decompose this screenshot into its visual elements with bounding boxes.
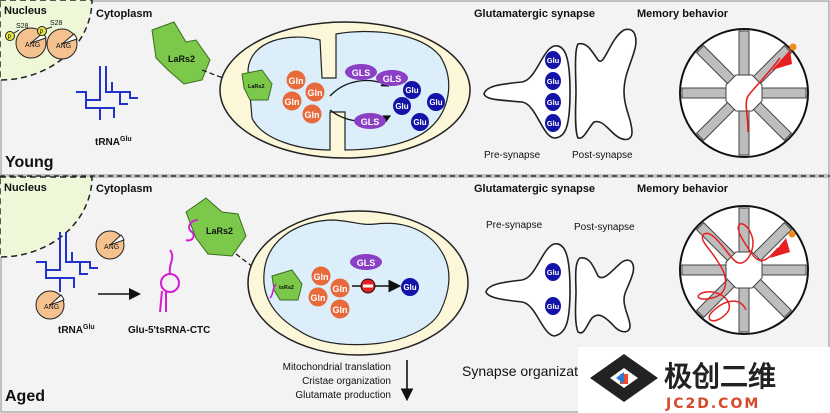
young-synapse-title: Glutamatergic synapse bbox=[474, 8, 595, 20]
svg-text:Glu: Glu bbox=[403, 283, 416, 292]
aged-post-label: Post-synapse bbox=[574, 222, 635, 233]
young-trna-icon bbox=[76, 66, 138, 120]
svg-text:P: P bbox=[40, 30, 44, 36]
aged-glu bbox=[401, 278, 419, 296]
aged-vesicles: Glu Glu bbox=[545, 263, 561, 315]
aged-mito-matrix bbox=[263, 219, 450, 346]
svg-text:LaRs2: LaRs2 bbox=[248, 84, 265, 90]
watermark-url: JC2D.COM bbox=[665, 396, 760, 412]
young-postsynapse bbox=[574, 28, 637, 141]
svg-text:Glu: Glu bbox=[547, 302, 560, 311]
young-radial-maze bbox=[679, 28, 809, 158]
svg-text:GLS: GLS bbox=[383, 74, 402, 84]
young-nucleus-label: Nucleus bbox=[4, 5, 47, 17]
young-post-label: Post-synapse bbox=[572, 150, 633, 161]
aged-mito-lars2: tsRs2 bbox=[269, 269, 303, 301]
aged-synapse-title: Glutamatergic synapse bbox=[474, 183, 595, 195]
aged-tsrna-icon bbox=[159, 249, 180, 313]
svg-text:LaRs2: LaRs2 bbox=[206, 226, 233, 236]
phospho-site-2: P S28 bbox=[37, 20, 63, 36]
aged-trna-icon bbox=[36, 232, 98, 292]
svg-text:ANG: ANG bbox=[44, 304, 59, 311]
svg-text:Gln: Gln bbox=[285, 97, 300, 107]
svg-text:S28: S28 bbox=[16, 23, 29, 30]
phospho-site-1: P S28 bbox=[5, 23, 29, 41]
young-gln-cluster: Gln Gln Gln Gln bbox=[282, 70, 325, 124]
young-cytoplasm-label: Cytoplasm bbox=[96, 8, 152, 20]
young-presynapse bbox=[483, 45, 571, 139]
svg-text:Glu: Glu bbox=[547, 56, 560, 65]
young-vesicles: Glu Glu Glu Glu bbox=[545, 51, 561, 132]
svg-text:Glu: Glu bbox=[547, 119, 560, 128]
young-lars2-icon bbox=[151, 21, 211, 85]
svg-text:ANG: ANG bbox=[104, 244, 119, 251]
young-glu-cluster: Glu Glu Glu Glu bbox=[393, 81, 445, 131]
aged-synapse-org-label: Synapse organizati bbox=[462, 363, 581, 379]
effect-translation: Mitochondrial translation bbox=[283, 362, 391, 373]
young-mito-lars2 bbox=[241, 69, 273, 101]
aged-effects: Mitochondrial translation Cristae organi… bbox=[283, 362, 391, 401]
young-trna-label: tRNAGlu bbox=[95, 136, 132, 148]
svg-text:Gln: Gln bbox=[314, 272, 329, 282]
svg-text:Gln: Gln bbox=[333, 284, 348, 294]
aged-memory-title: Memory behavior bbox=[637, 183, 729, 195]
aged-nucleus-label: Nucleus bbox=[4, 182, 47, 194]
svg-text:P: P bbox=[8, 35, 12, 41]
svg-text:GLS: GLS bbox=[357, 258, 376, 268]
svg-text:Glu: Glu bbox=[395, 102, 408, 111]
aged-lars2-icon: LaRs2 bbox=[185, 197, 247, 257]
watermark: 极创二维 JC2D.COM bbox=[578, 347, 830, 413]
svg-text:tsRs2: tsRs2 bbox=[279, 285, 294, 291]
aged-nucleus bbox=[0, 176, 93, 258]
aged-ang-1: ANG bbox=[95, 230, 125, 260]
aged-postsynapse bbox=[574, 257, 635, 334]
young-memory-title: Memory behavior bbox=[637, 8, 729, 20]
svg-text:Gln: Gln bbox=[308, 88, 323, 98]
svg-text:Glu: Glu bbox=[405, 86, 418, 95]
young-lars2-label: LaRs2 bbox=[168, 54, 195, 64]
aged-gls-enzyme bbox=[350, 254, 382, 270]
aged-ang-2: ANG bbox=[35, 290, 65, 320]
watermark-logo-icon bbox=[590, 354, 658, 402]
aged-tsrna-label: Glu-5'tsRNA-CTC bbox=[128, 325, 210, 336]
svg-text:Glu: Glu bbox=[429, 98, 442, 107]
young-label: Young bbox=[5, 154, 54, 171]
aged-label: Aged bbox=[5, 388, 45, 405]
effect-cristae: Cristae organization bbox=[302, 376, 391, 387]
young-pre-label: Pre-synapse bbox=[484, 150, 541, 161]
aged-trna-label: tRNAGlu bbox=[58, 324, 95, 336]
svg-text:Gln: Gln bbox=[305, 110, 320, 120]
young-gls-enzymes: GLS GLS GLS bbox=[345, 64, 408, 129]
aged-cytoplasm-label: Cytoplasm bbox=[96, 183, 152, 195]
svg-text:GLS: GLS bbox=[352, 68, 371, 78]
aged-gln-cluster: Gln Gln Gln Gln bbox=[308, 266, 350, 319]
svg-text:Gln: Gln bbox=[289, 76, 304, 86]
inhibition-icon bbox=[360, 278, 376, 294]
svg-text:Glu: Glu bbox=[547, 77, 560, 86]
svg-text:ANG: ANG bbox=[56, 43, 71, 50]
aged-pre-label: Pre-synapse bbox=[486, 220, 543, 231]
aged-radial-maze bbox=[679, 205, 809, 335]
svg-text:Gln: Gln bbox=[311, 293, 326, 303]
young-mito-matrix bbox=[247, 30, 450, 151]
watermark-text: 极创二维 bbox=[664, 360, 776, 393]
svg-text:ANG: ANG bbox=[25, 42, 40, 49]
svg-text:Glu: Glu bbox=[413, 118, 426, 127]
young-ang-2: ANG bbox=[46, 28, 78, 60]
svg-text:Glu: Glu bbox=[547, 268, 560, 277]
svg-text:Gln: Gln bbox=[333, 305, 348, 315]
svg-text:GLS: GLS bbox=[361, 117, 380, 127]
svg-text:S28: S28 bbox=[50, 20, 63, 27]
svg-text:Glu: Glu bbox=[547, 98, 560, 107]
effect-glutamate: Glutamate production bbox=[295, 390, 391, 401]
